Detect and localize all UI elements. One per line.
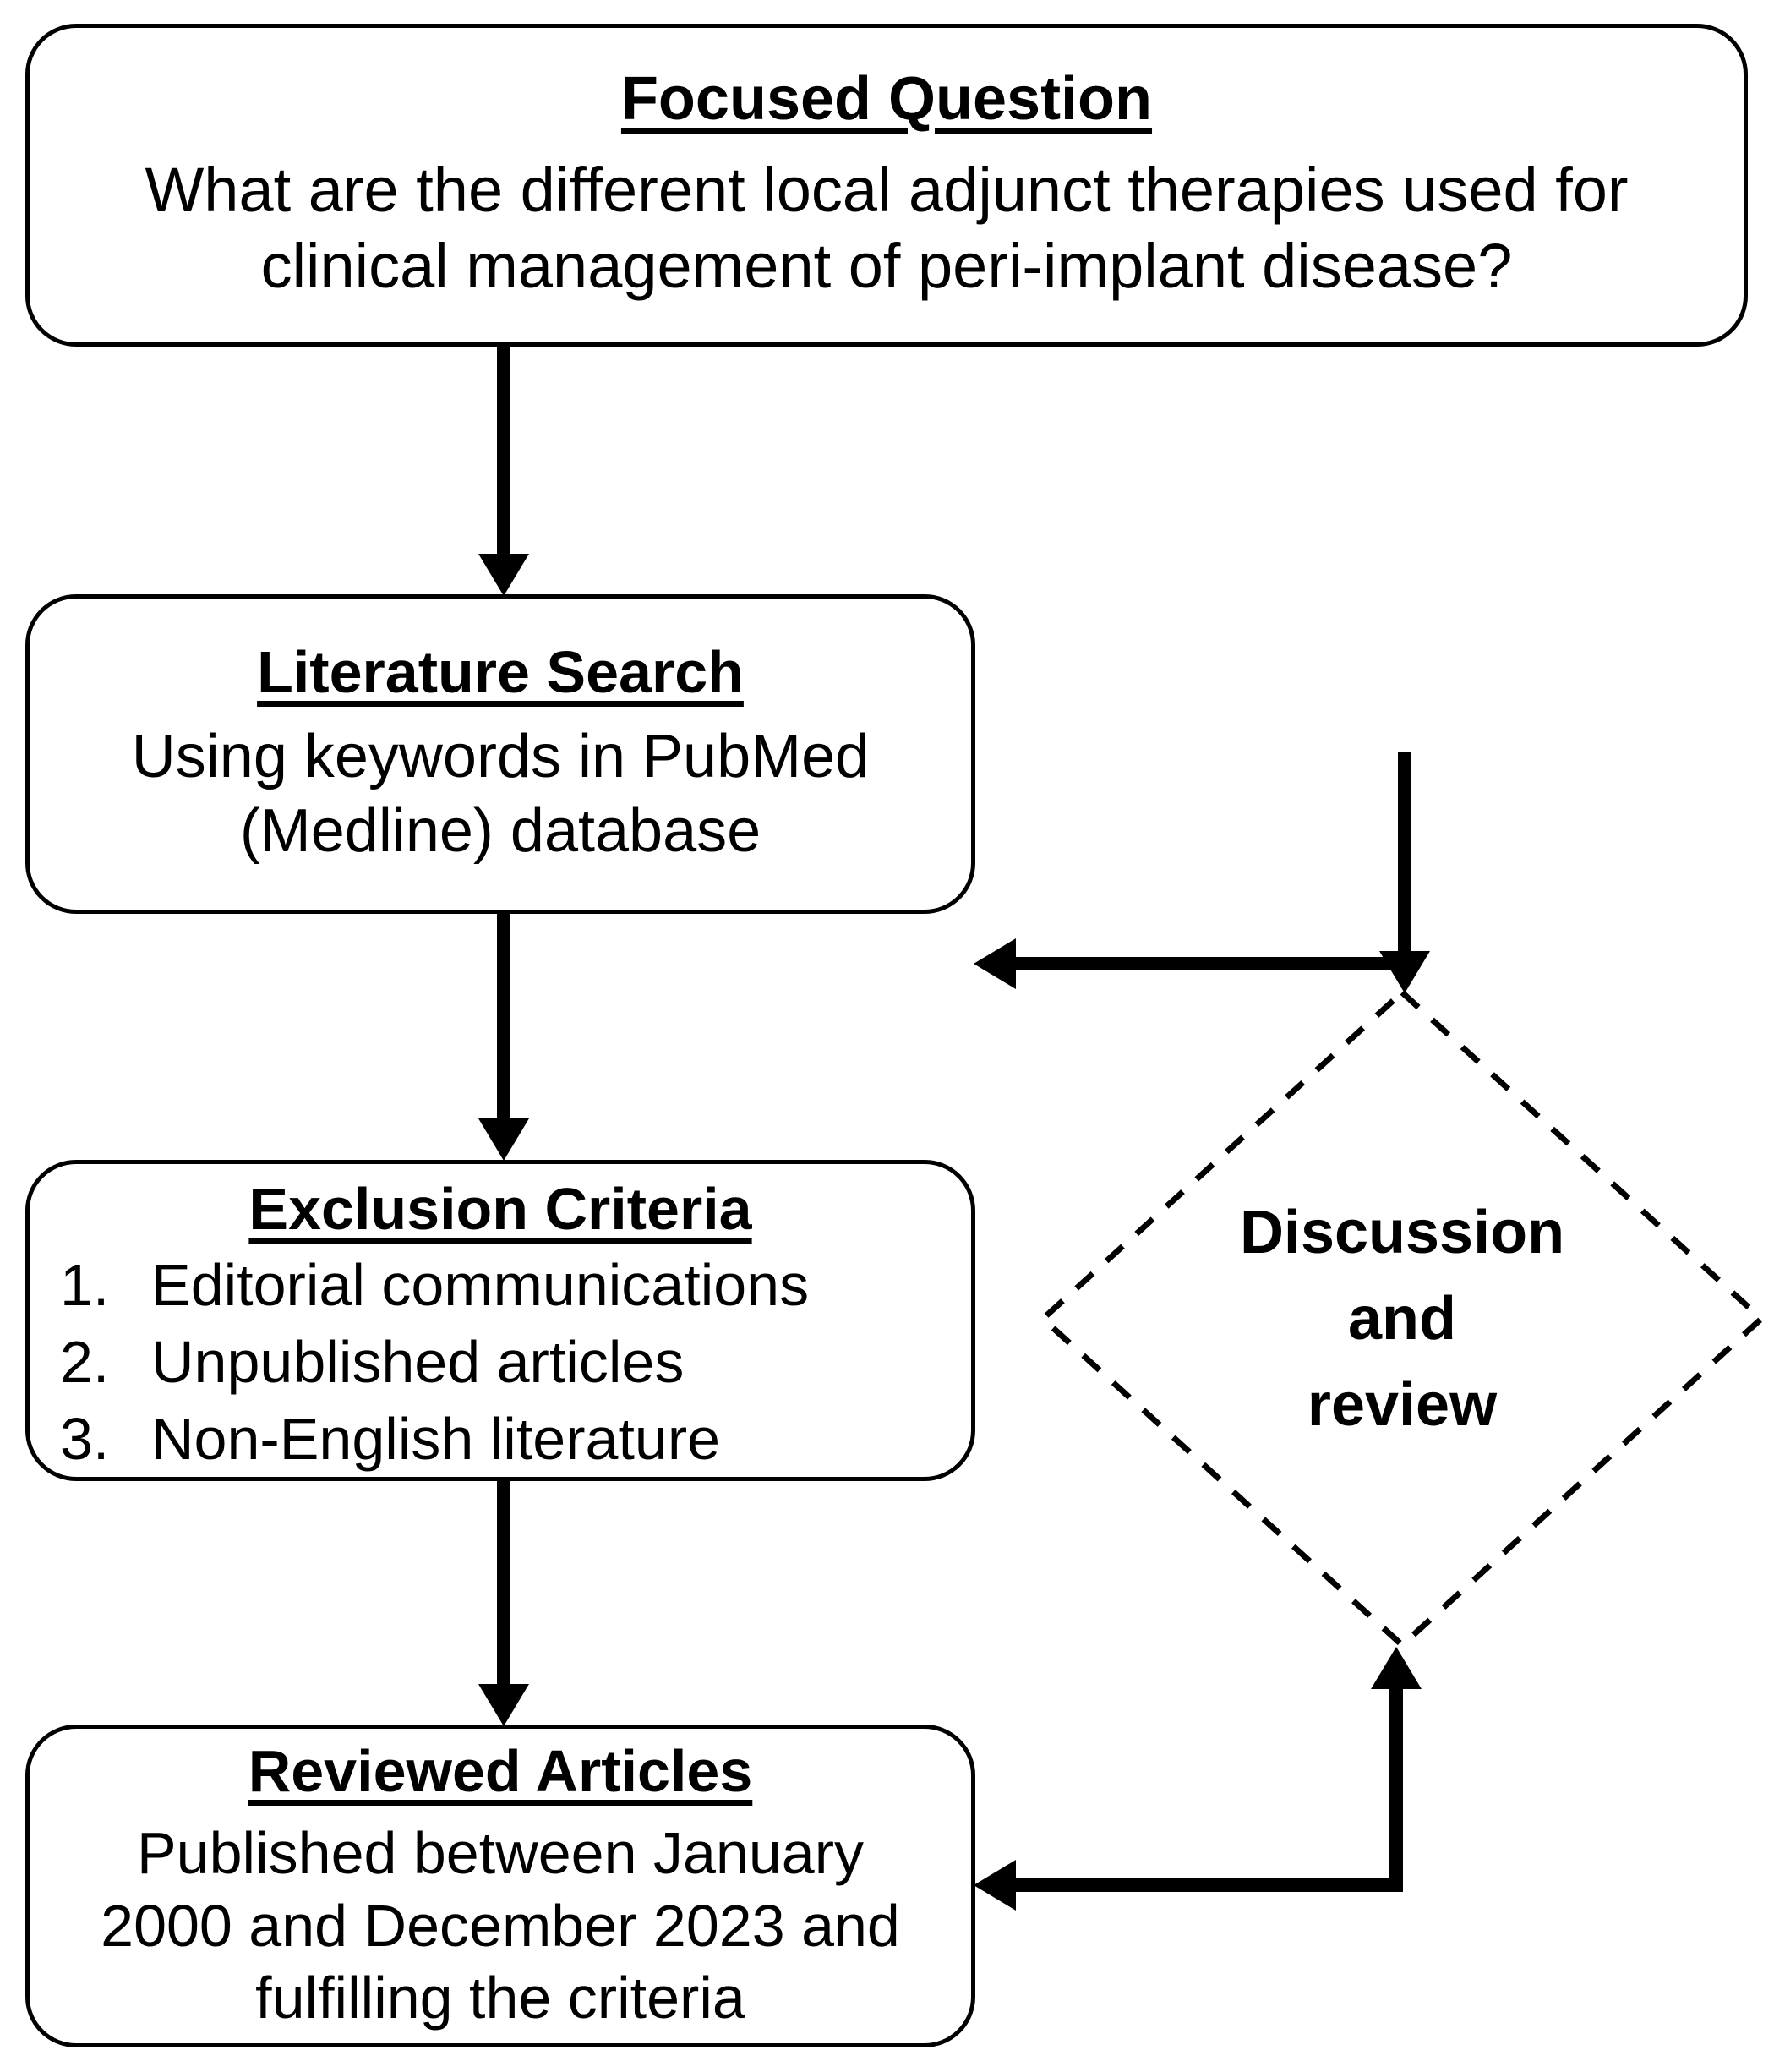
connector-discussion-review-to-literature-search [963,735,1430,1006]
list-item: 2. Unpublished articles [60,1324,946,1401]
list-item-label: Non-English literature [151,1406,721,1473]
list-item-number: 3. [60,1406,110,1473]
node-reviewed-articles[interactable]: Reviewed Articles Published between Janu… [25,1725,975,2047]
node-literature-search-title: Literature Search [257,638,744,705]
list-item-number: 2. [60,1329,110,1396]
node-exclusion-criteria[interactable]: Exclusion Criteria 1. Editorial communic… [25,1160,975,1481]
node-literature-search-body: Using keywords in PubMed (Medline) datab… [131,723,870,866]
node-focused-question[interactable]: Focused Question What are the different … [25,24,1748,347]
connector-reviewed-articles-to-discussion-review [963,1632,1437,1911]
list-item-label: Editorial communications [151,1252,810,1319]
exclusion-criteria-list: 1. Editorial communications 2. Unpublish… [30,1247,971,1478]
node-exclusion-criteria-title: Exclusion Criteria [248,1176,752,1242]
connector-literature-search-to-exclusion-criteria [456,911,558,1165]
list-item: 1. Editorial communications [60,1247,946,1324]
node-focused-question-body: What are the different local adjunct the… [145,155,1629,302]
node-literature-search[interactable]: Literature Search Using keywords in PubM… [25,594,975,914]
list-item: 3. Non-English literature [60,1401,946,1478]
node-reviewed-articles-body: Published between January 2000 and Decem… [101,1820,900,2031]
connector-focused-question-to-literature-search [456,342,558,600]
connector-exclusion-criteria-to-reviewed-articles [456,1479,558,1730]
list-item-number: 1. [60,1252,110,1319]
node-focused-question-title: Focused Question [620,65,1153,134]
node-discussion-and-review[interactable]: Discussion and review [1038,987,1766,1650]
list-item-label: Unpublished articles [151,1329,685,1396]
node-reviewed-articles-title: Reviewed Articles [248,1737,753,1804]
diamond-shape-icon [1038,988,1766,1649]
